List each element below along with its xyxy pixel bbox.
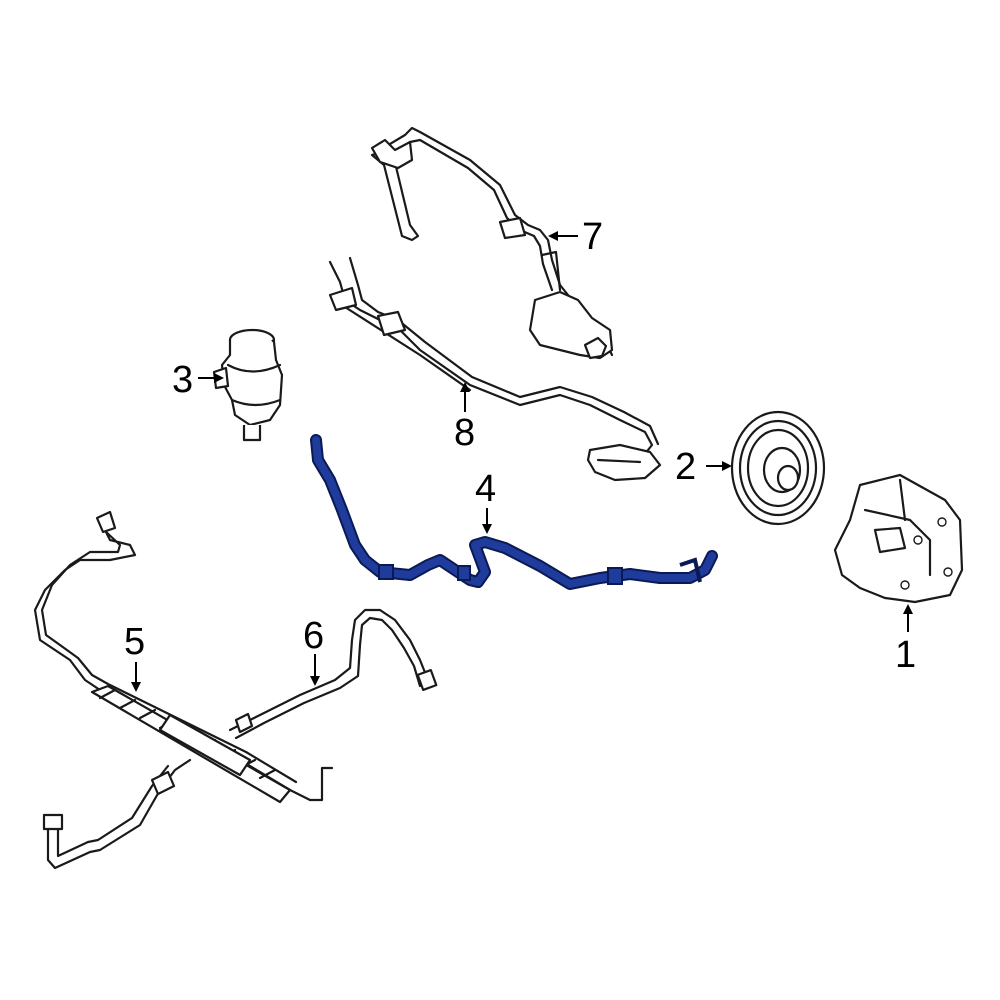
callout-8[interactable]: 8 xyxy=(454,412,476,454)
part-2-pulley[interactable] xyxy=(730,410,826,526)
callout-4[interactable]: 4 xyxy=(475,468,497,510)
part-3-reservoir[interactable] xyxy=(212,328,284,442)
part-7-hose-assembly[interactable] xyxy=(370,126,614,360)
part-6-return-hose[interactable] xyxy=(228,608,438,740)
part-5-cooler-line[interactable] xyxy=(33,510,334,870)
callout-6[interactable]: 6 xyxy=(303,615,325,657)
part-8-return-tube[interactable] xyxy=(328,256,662,482)
callout-1[interactable]: 1 xyxy=(895,634,917,676)
callout-2[interactable]: 2 xyxy=(675,446,697,488)
callout-5[interactable]: 5 xyxy=(124,621,146,663)
callout-3[interactable]: 3 xyxy=(172,359,194,401)
part-1-pump[interactable] xyxy=(833,473,964,604)
part-4-pressure-hose[interactable] xyxy=(310,434,718,590)
callout-7[interactable]: 7 xyxy=(582,216,604,258)
